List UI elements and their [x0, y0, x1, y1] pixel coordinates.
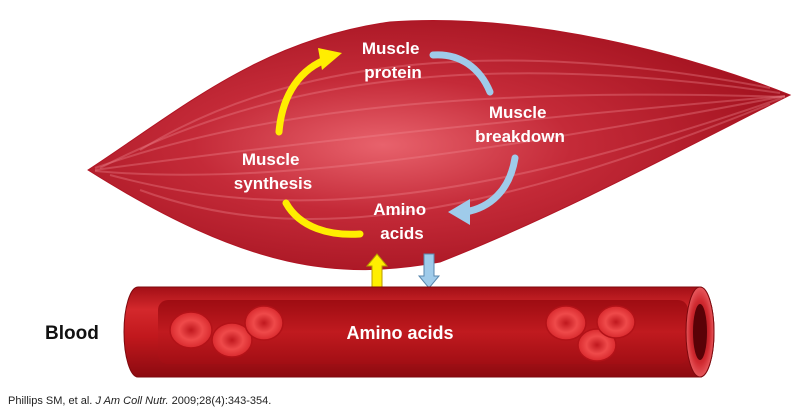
release-arrow — [417, 253, 441, 289]
muscle-breakdown-label: Muscle breakdown — [475, 103, 565, 146]
muscle-synthesis-label: Muscle synthesis — [234, 150, 312, 193]
citation-details: 2009;28(4):343-354. — [171, 395, 272, 407]
muscle-protein-label: Muscle protein — [362, 39, 424, 82]
blood-label: Blood — [45, 323, 99, 344]
breakdown-arrow-upper — [429, 51, 494, 96]
citation-journal: J Am Coll Nutr. — [95, 395, 169, 407]
red-blood-cell — [545, 305, 587, 341]
red-blood-cell — [596, 305, 636, 339]
synthesis-arrow-lower — [282, 199, 364, 238]
amino-acids-muscle-label: Amino acids — [373, 200, 431, 243]
citation-authors: Phillips SM, et al. — [8, 395, 93, 407]
red-blood-cell — [244, 305, 284, 341]
red-blood-cell — [169, 311, 213, 349]
red-blood-cell — [577, 328, 617, 362]
citation: Phillips SM, et al. J Am Coll Nutr. 2009… — [8, 395, 271, 407]
synthesis-arrow-upper — [275, 48, 342, 136]
red-blood-cell — [211, 322, 253, 358]
amino-acids-blood-label: Amino acids — [346, 323, 453, 343]
muscle-shape — [87, 20, 792, 271]
breakdown-arrow-lower — [448, 154, 519, 225]
